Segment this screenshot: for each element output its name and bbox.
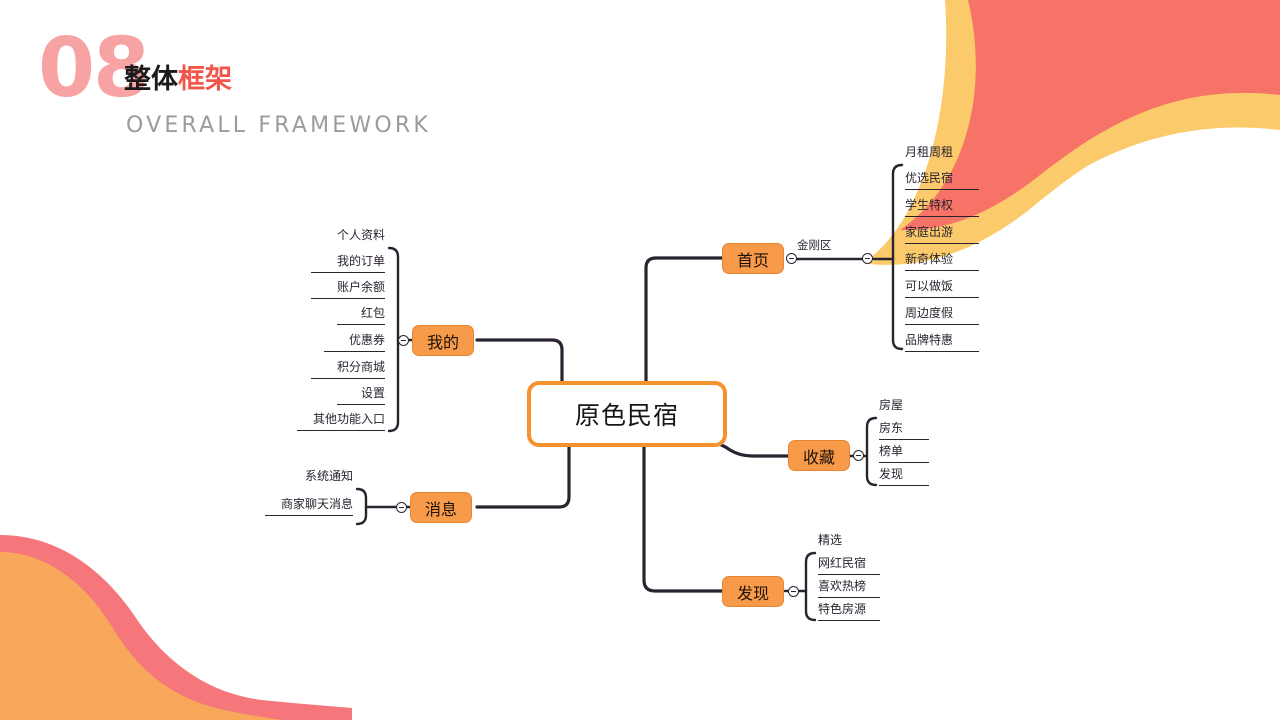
leaf-shouye-7[interactable]: 品牌特惠	[905, 333, 979, 352]
leaf-wode-0[interactable]: 个人资料	[336, 228, 385, 242]
leaf-shouye-4[interactable]: 新奇体验	[905, 252, 979, 271]
spine-faxian	[804, 551, 817, 622]
branch-label-xiaoxi: 消息	[424, 499, 457, 519]
collapse-toggle-xiaoxi-icon[interactable]	[396, 502, 407, 513]
edge-root-shoucang	[710, 440, 790, 458]
leaf-shoucang-0[interactable]: 房屋	[879, 398, 904, 412]
spine-xiaoxi	[355, 487, 368, 526]
collapse-toggle-jingangqu-icon[interactable]	[862, 253, 873, 264]
page-title-accent: 框架	[178, 64, 232, 95]
leaf-wode-7[interactable]: 其他功能入口	[297, 412, 385, 431]
section-number: 08	[38, 21, 150, 116]
leaf-shouye-6[interactable]: 周边度假	[905, 306, 979, 325]
leaf-shouye-3[interactable]: 家庭出游	[905, 225, 979, 244]
root-node-label: 原色民宿	[574, 401, 679, 430]
root-node[interactable]: 原色民宿	[527, 381, 727, 447]
page-subtitle: OVERALL FRAMEWORK	[126, 113, 431, 138]
leaf-shouye-5[interactable]: 可以做饭	[905, 279, 979, 298]
leaf-shoucang-1[interactable]: 房东	[879, 421, 929, 440]
edge-root-wode	[475, 338, 564, 384]
branch-node-wode[interactable]: 我的	[412, 325, 474, 356]
edge-root-faxian	[642, 444, 724, 593]
branch-label-shouye: 首页	[736, 250, 769, 270]
leaf-faxian-3[interactable]: 特色房源	[818, 602, 880, 621]
edge-root-shouye	[644, 256, 724, 384]
branch-node-xiaoxi[interactable]: 消息	[410, 492, 472, 523]
group-label-jingangqu: 金刚区	[797, 238, 832, 252]
collapse-toggle-wode-icon[interactable]	[398, 335, 409, 346]
branch-label-faxian: 发现	[736, 583, 769, 603]
leaf-shouye-0[interactable]: 月租周租	[905, 145, 954, 159]
leaf-shouye-2[interactable]: 学生特权	[905, 198, 979, 217]
page-title-dark: 整体	[124, 64, 178, 95]
collapse-toggle-faxian-icon[interactable]	[788, 586, 799, 597]
leaf-wode-2[interactable]: 账户余额	[311, 280, 385, 299]
leaf-wode-3[interactable]: 红包	[337, 306, 385, 325]
slide-header: 08 整体框架 OVERALL FRAMEWORK	[0, 0, 620, 170]
branch-label-wode: 我的	[426, 332, 459, 352]
page-title: 整体框架	[124, 66, 232, 93]
leaf-wode-5[interactable]: 积分商城	[311, 360, 385, 379]
leaf-xiaoxi-0[interactable]: 系统通知	[304, 469, 353, 483]
spine-wode	[387, 246, 400, 433]
branch-node-shouye[interactable]: 首页	[722, 243, 784, 274]
spine-shoucang	[865, 416, 878, 487]
leaf-shoucang-3[interactable]: 发现	[879, 467, 929, 486]
leaf-wode-4[interactable]: 优惠券	[324, 333, 385, 352]
branch-node-shoucang[interactable]: 收藏	[788, 440, 850, 471]
leaf-xiaoxi-1[interactable]: 商家聊天消息	[265, 497, 353, 516]
leaf-shouye-1[interactable]: 优选民宿	[905, 171, 979, 190]
collapse-toggle-shoucang-icon[interactable]	[853, 450, 864, 461]
spine-jingangqu	[891, 163, 904, 351]
leaf-wode-1[interactable]: 我的订单	[311, 254, 385, 273]
leaf-faxian-0[interactable]: 精选	[818, 533, 843, 547]
collapse-toggle-shouye-icon[interactable]	[786, 253, 797, 264]
leaf-faxian-2[interactable]: 喜欢热榜	[818, 579, 880, 598]
leaf-wode-6[interactable]: 设置	[337, 386, 385, 405]
leaf-shoucang-2[interactable]: 榜单	[879, 444, 929, 463]
leaf-faxian-1[interactable]: 网红民宿	[818, 556, 880, 575]
branch-label-shoucang: 收藏	[802, 447, 835, 467]
edge-root-xiaoxi	[475, 444, 571, 509]
branch-node-faxian[interactable]: 发现	[722, 576, 784, 607]
